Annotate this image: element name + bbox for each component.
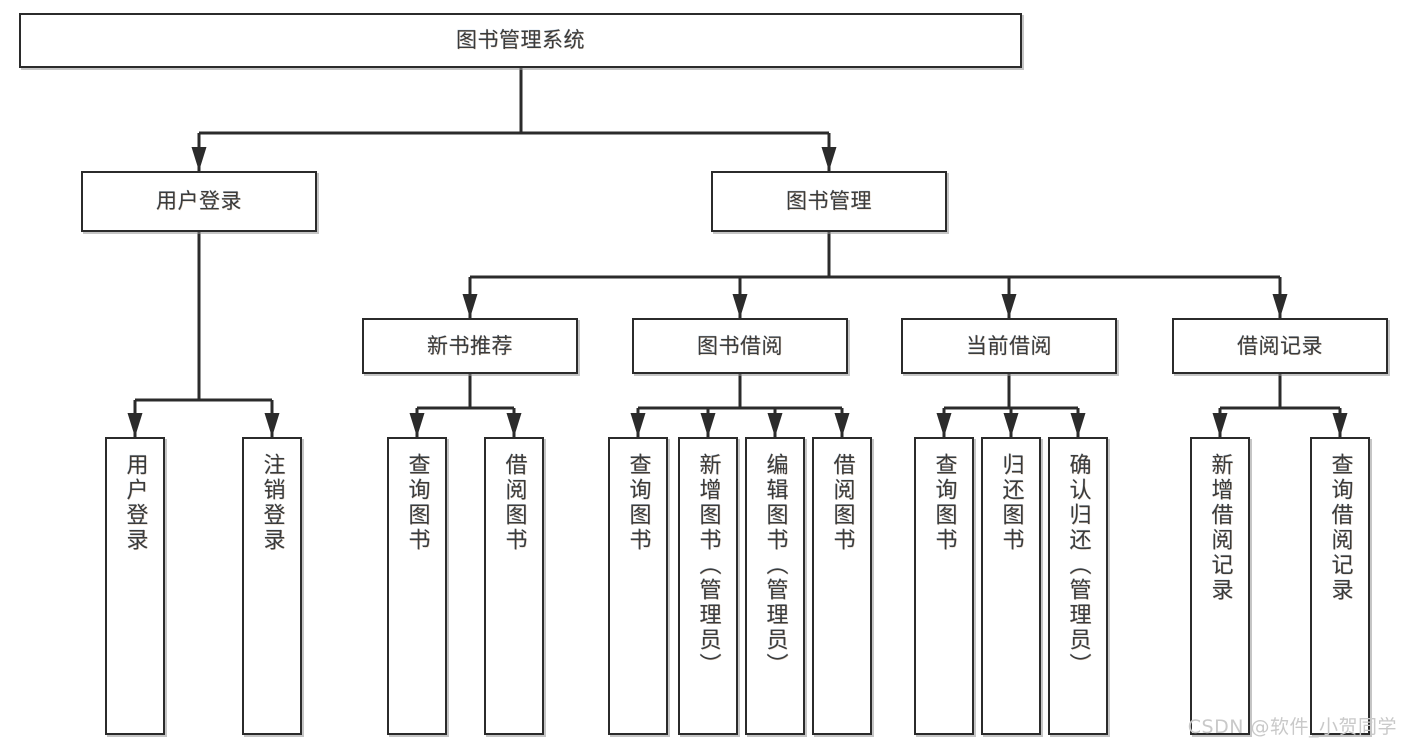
node-root[interactable]: 图书管理系统	[19, 13, 1022, 68]
arrowhead-b1	[630, 413, 646, 437]
node-label-r2: 查询借阅记录	[1327, 453, 1353, 603]
node-label-c3: 确认归还（管理员）	[1065, 453, 1091, 678]
node-label-n2: 借阅图书	[501, 453, 527, 553]
arrowhead-borrow	[732, 294, 748, 318]
node-label-current: 当前借阅	[966, 333, 1052, 358]
arrowhead-r1	[1212, 413, 1228, 437]
arrowhead-n1	[409, 413, 425, 437]
node-c1[interactable]: 查询图书	[914, 437, 974, 735]
node-l1[interactable]: 用户登录	[105, 437, 165, 735]
node-label-l1: 用户登录	[122, 453, 148, 553]
node-label-record: 借阅记录	[1237, 333, 1323, 358]
arrowhead-c3	[1070, 413, 1086, 437]
node-label-b1: 查询图书	[625, 453, 651, 553]
node-label-b4: 借阅图书	[829, 453, 855, 553]
node-current[interactable]: 当前借阅	[901, 318, 1117, 374]
node-b4[interactable]: 借阅图书	[812, 437, 872, 735]
arrowhead-b3	[767, 413, 783, 437]
node-l2[interactable]: 注销登录	[242, 437, 302, 735]
arrowhead-login	[191, 147, 207, 171]
arrowhead-b4	[834, 413, 850, 437]
arrowhead-c2	[1003, 413, 1019, 437]
node-b2[interactable]: 新增图书（管理员）	[678, 437, 738, 735]
node-label-b3: 编辑图书（管理员）	[762, 453, 788, 678]
node-label-l2: 注销登录	[259, 453, 285, 553]
arrowhead-bookmgmt	[821, 147, 837, 171]
arrowhead-b2	[700, 413, 716, 437]
node-c2[interactable]: 归还图书	[981, 437, 1041, 735]
node-n1[interactable]: 查询图书	[387, 437, 447, 735]
arrowhead-l2	[264, 413, 280, 437]
node-label-bookmgmt: 图书管理	[786, 189, 872, 214]
node-label-n1: 查询图书	[404, 453, 430, 553]
arrowhead-n2	[506, 413, 522, 437]
arrowhead-r2	[1332, 413, 1348, 437]
node-b1[interactable]: 查询图书	[608, 437, 668, 735]
arrowhead-l1	[127, 413, 143, 437]
node-label-borrow: 图书借阅	[697, 333, 783, 358]
node-record[interactable]: 借阅记录	[1172, 318, 1388, 374]
node-n2[interactable]: 借阅图书	[484, 437, 544, 735]
node-c3[interactable]: 确认归还（管理员）	[1048, 437, 1108, 735]
node-label-c1: 查询图书	[931, 453, 957, 553]
node-r1[interactable]: 新增借阅记录	[1190, 437, 1250, 735]
node-label-newbook: 新书推荐	[427, 333, 513, 358]
node-newbook[interactable]: 新书推荐	[362, 318, 578, 374]
arrowhead-c1	[936, 413, 952, 437]
node-label-c2: 归还图书	[998, 453, 1024, 553]
node-borrow[interactable]: 图书借阅	[632, 318, 848, 374]
arrowhead-record	[1272, 294, 1288, 318]
node-label-r1: 新增借阅记录	[1207, 453, 1233, 603]
node-login[interactable]: 用户登录	[81, 171, 317, 232]
node-bookmgmt[interactable]: 图书管理	[711, 171, 947, 232]
node-b3[interactable]: 编辑图书（管理员）	[745, 437, 805, 735]
node-label-root: 图书管理系统	[456, 28, 585, 53]
node-r2[interactable]: 查询借阅记录	[1310, 437, 1370, 735]
arrowhead-newbook	[462, 294, 478, 318]
node-label-login: 用户登录	[156, 189, 242, 214]
arrowhead-current	[1001, 294, 1017, 318]
node-label-b2: 新增图书（管理员）	[695, 453, 721, 678]
